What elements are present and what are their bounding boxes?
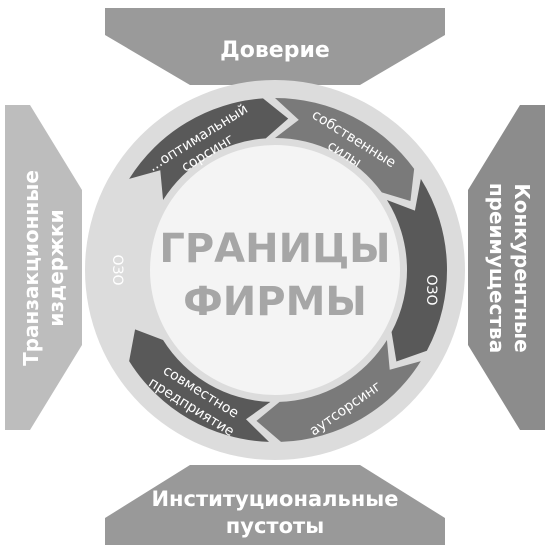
center-title-line1: ГРАНИЦЫ <box>159 226 390 272</box>
center-disc <box>150 145 400 395</box>
side-top-label: Доверие <box>220 38 330 63</box>
side-right <box>468 105 545 430</box>
side-top <box>105 8 445 85</box>
segment-outsourcing <box>386 178 448 362</box>
segment-ozo-right-label: ОЗО <box>423 274 439 305</box>
center-title-line2: ФИРМЫ <box>183 279 367 325</box>
side-bottom-label-line1: Институциональные <box>151 487 398 511</box>
segment-joint-venture <box>256 339 421 442</box>
side-right-label-line2: преимущества <box>485 183 509 353</box>
segment-ozo-right <box>275 98 415 201</box>
segment-own-forces <box>129 98 289 201</box>
side-right-label-line1: Конкурентные <box>510 183 534 352</box>
side-bottom-label-line2: пустоты <box>226 514 324 538</box>
segment-ozo-left <box>129 329 271 442</box>
side-left <box>5 105 82 430</box>
side-left-label-line1: Транзакционные <box>19 170 43 366</box>
side-left-label-line2: издержки <box>44 209 68 326</box>
segment-ozo-left-label: ОЗО <box>109 254 125 285</box>
segment-optimal-sourcing <box>102 178 159 351</box>
side-bottom <box>105 465 445 545</box>
